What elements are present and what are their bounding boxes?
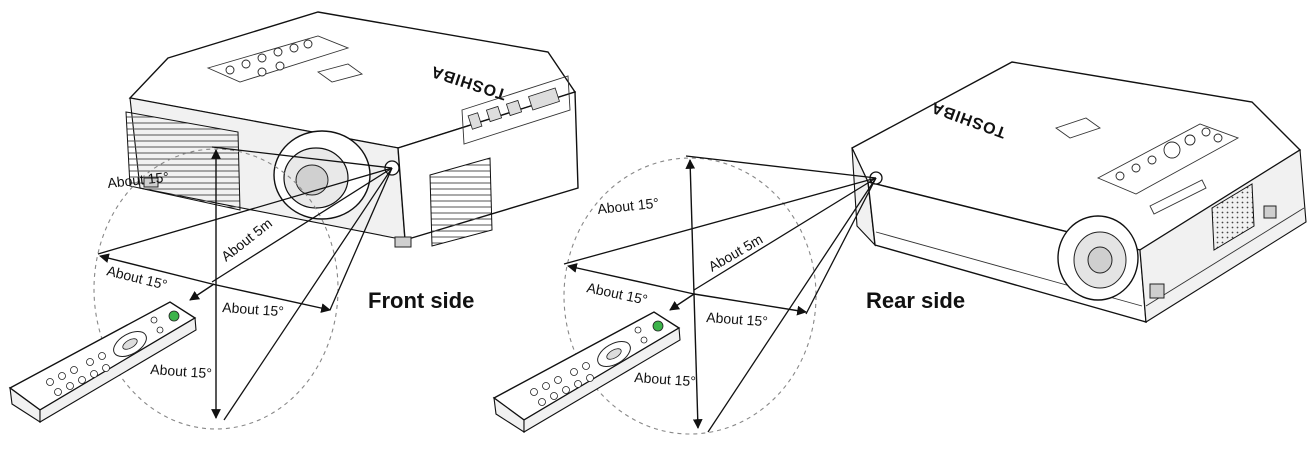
projector-front-view: TOSHIBA [125, 11, 579, 248]
range-circle-rear [563, 157, 817, 435]
front-side-diagram: TOSHIBA [8, 11, 579, 430]
range-arrows-front [99, 149, 331, 419]
range-circle-front [93, 148, 339, 430]
label-angle-bottom-rear: About 15° [634, 369, 697, 389]
remote-power-button-icon [168, 310, 180, 322]
signal-rays-rear [563, 155, 877, 433]
projector-rear-view: TOSHIBA [851, 61, 1307, 323]
front-side-label: Front side [368, 288, 474, 313]
label-distance-rear: About 5m [706, 231, 766, 275]
label-angle-left-upper-rear: About 15° [597, 195, 660, 217]
remote-power-button-icon-rear [652, 320, 664, 332]
signal-rays-front [97, 146, 393, 421]
label-angle-right-rear: About 15° [706, 309, 769, 329]
rear-side-diagram: TOSHIBA About 15° About 15° About 15 [492, 61, 1307, 435]
label-angle-right-front: About 15° [222, 299, 285, 319]
range-arrows-rear [567, 159, 807, 429]
rear-side-label: Rear side [866, 288, 965, 313]
label-angle-left-upper-front: About 15° [107, 169, 170, 191]
label-distance-front: About 5m [218, 215, 275, 265]
label-angle-left-lower-front: About 15° [105, 262, 169, 292]
remote-control-front [8, 301, 197, 424]
label-angle-bottom-front: About 15° [150, 361, 213, 381]
remote-control-rear [492, 311, 681, 434]
label-angle-left-lower-rear: About 15° [585, 279, 649, 307]
